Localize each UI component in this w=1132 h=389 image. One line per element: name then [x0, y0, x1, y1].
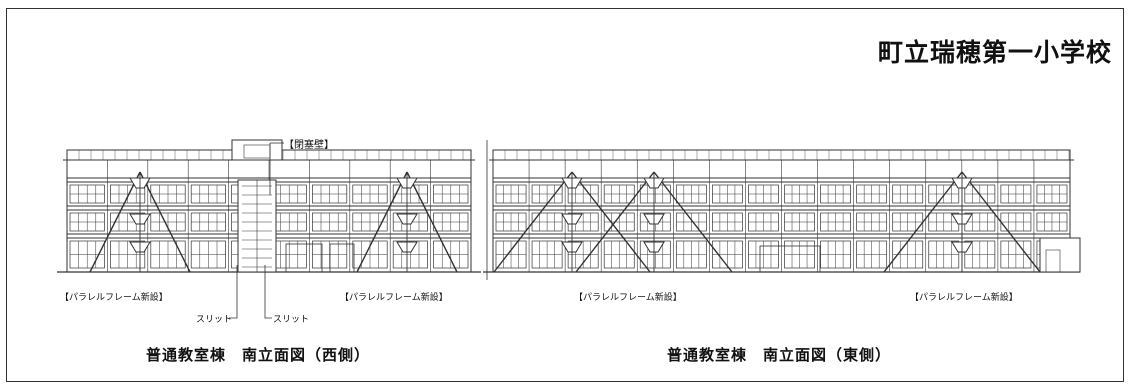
slit-right-leader-line — [264, 265, 272, 319]
wall-label: 【閉塞壁】 — [284, 140, 334, 151]
slit-label-left: スリット — [196, 315, 233, 325]
drawing-frame — [6, 8, 1124, 382]
west-elevation — [57, 139, 481, 273]
slit-left-leader-line — [229, 265, 238, 319]
school-name: 町立瑞穂第一小学校 — [877, 38, 1112, 67]
slit-label-right: スリット — [273, 315, 310, 325]
leader-lines — [229, 142, 284, 319]
parallel-frame-label-east-1: 【パラレルフレーム新設】 — [574, 293, 682, 303]
east-elevation — [483, 140, 1081, 280]
parallel-frame-label-east-2: 【パラレルフレーム新設】 — [910, 293, 1018, 303]
parallel-frame-label-west-2: 【パラレルフレーム新設】 — [340, 293, 448, 303]
caption-west: 普通教室棟 南立面図（西側） — [146, 346, 371, 364]
parallel-frame-label-west-1: 【パラレルフレーム新設】 — [60, 293, 168, 303]
caption-east: 普通教室棟 南立面図（東側） — [667, 346, 892, 364]
